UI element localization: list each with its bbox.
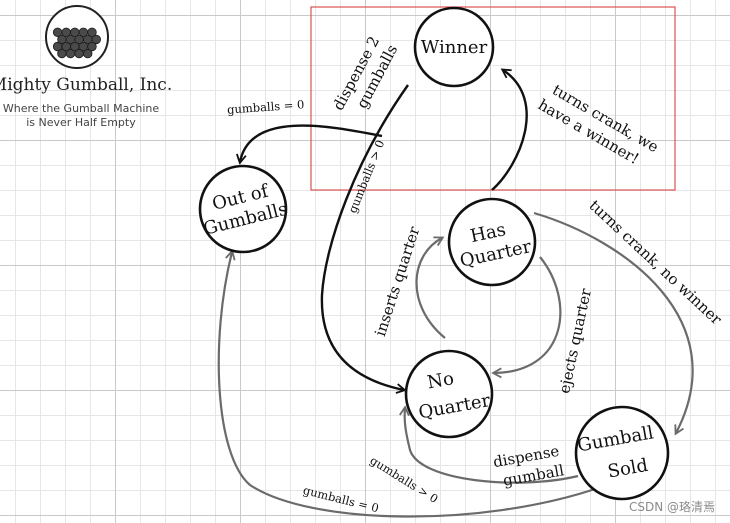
watermark: CSDN @珞清焉 [629,500,715,514]
label-gumballs-gt-0-winner: gumballs > 0 [345,138,387,215]
gumball-dot [82,48,93,59]
gumball-dot [70,27,80,38]
no-quarter-to-has-quarter-arrow [415,238,446,339]
state-out-of-gumballs: Out of Gumballs [198,164,290,254]
label-dispense-gumball: dispense gumball [492,442,566,490]
label-gumballs-gt-0-sold: gumballs > 0 [368,453,441,506]
winner-to-out-of-gumballs-arrow [240,124,383,162]
state-winner-label: Winner [421,37,488,58]
state-no-quarter: No Quarter [404,349,494,439]
gumball-dot [78,27,89,38]
gumball-dot [87,41,97,52]
company-name: Mighty Gumball, Inc. [0,75,172,95]
company-tagline-line2: is Never Half Empty [26,116,136,129]
gumball-dot [91,34,102,45]
state-gumball-sold: Gumball Sold [574,405,670,501]
gumball-dot [52,27,63,38]
gumball-sold-to-out-of-gumballs-arrow [217,252,599,518]
label-turns-crank-no-winner: turns crank, no winner [586,196,726,329]
label-gumballs-eq-0-top: gumballs = 0 [227,97,305,116]
state-winner: Winner [413,6,495,88]
state-has-quarter: Has Quarter [447,197,537,287]
gumball-sold-to-no-quarter-arrow [405,408,579,484]
label-ejects-quarter: ejects quarter [555,286,595,395]
state-no-quarter-line1: No [426,368,456,393]
has-quarter-to-winner-arrow [491,70,528,191]
label-turns-crank-win: turns crank, we have a winner! [535,81,662,168]
has-quarter-to-no-quarter-arrow [494,256,562,373]
label-gumballs-eq-0-bottom: gumballs = 0 [302,483,381,515]
gumball-dot [87,27,97,38]
gumballs-graphic [52,27,102,59]
winner-to-no-quarter-arrow [320,84,409,390]
has-quarter-to-gumball-sold-arrow [533,211,694,433]
gumball-dot [61,27,71,38]
company-logo: Mighty Gumball, Inc. Where the Gumball M… [0,5,172,129]
company-tagline-line1: Where the Gumball Machine [3,102,160,115]
